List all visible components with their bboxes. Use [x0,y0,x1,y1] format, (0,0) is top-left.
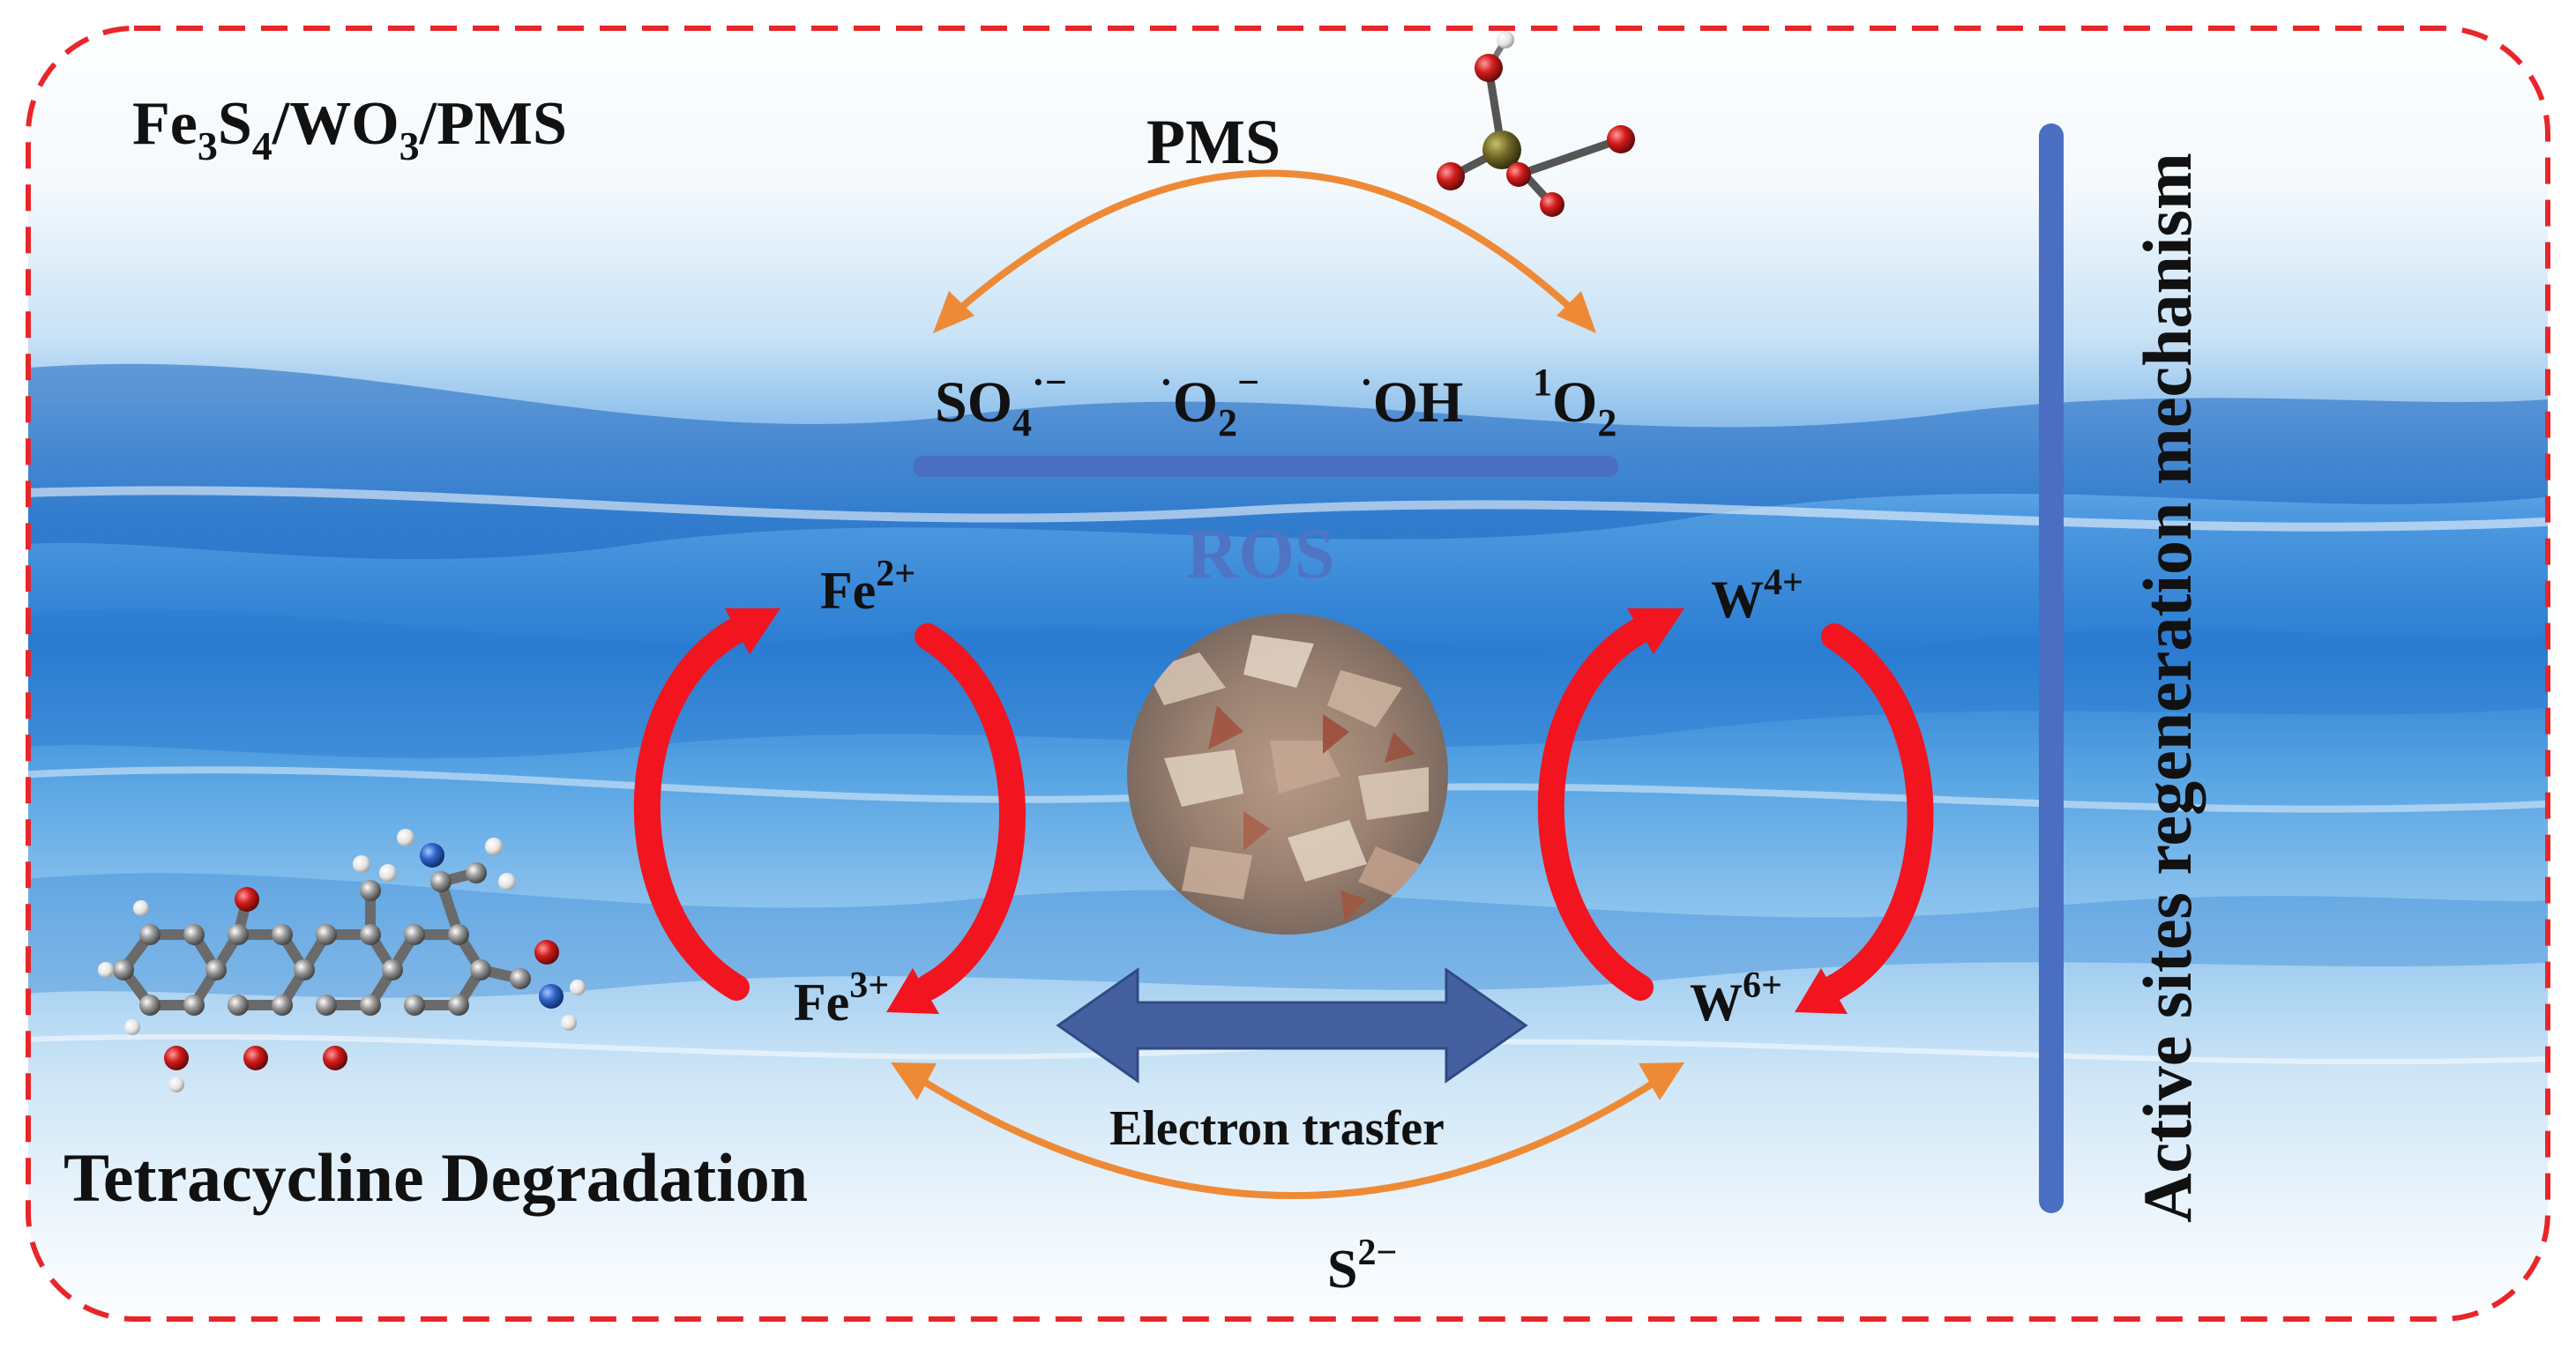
sulfide-label: S2− [1327,1233,1397,1300]
system-title: Fe3S4/WO3/PMS [132,90,567,168]
pms-activation-arrow [933,169,1596,333]
divider-bar [2039,123,2064,1213]
dashed-frame [26,26,2550,1322]
sulfate-radical: SO4·− [935,361,1067,444]
fe2-label: Fe2+ [820,554,915,620]
iron-redox-cycle [633,608,1026,1014]
pms-molecule-icon [1437,31,1635,217]
hydroxyl-radical: ·OH [1360,361,1463,435]
singlet-oxygen: 1O2 [1533,361,1617,444]
w4-label: W4+ [1711,563,1803,629]
sulfide-reduction-arrow [891,1062,1684,1199]
side-mechanism-label: Active sites regeneration mechanism [2129,153,2206,1223]
ros-label: ROS [1186,513,1335,593]
tungsten-redox-cycle [1537,608,1934,1014]
catalyst-particle [1127,614,1448,935]
electron-transfer-arrow [1056,967,1528,1084]
ros-bar [913,456,1618,477]
pms-label: PMS [1146,107,1281,177]
tetracycline-molecule-icon [98,829,586,1092]
superoxide-radical: ·O2− [1160,361,1259,444]
electron-transfer-label: Electron trasfer [1109,1101,1445,1156]
fe3-label: Fe3+ [794,965,889,1032]
w6-label: W6+ [1690,965,1782,1032]
tetracycline-label: Tetracycline Degradation [63,1139,808,1216]
